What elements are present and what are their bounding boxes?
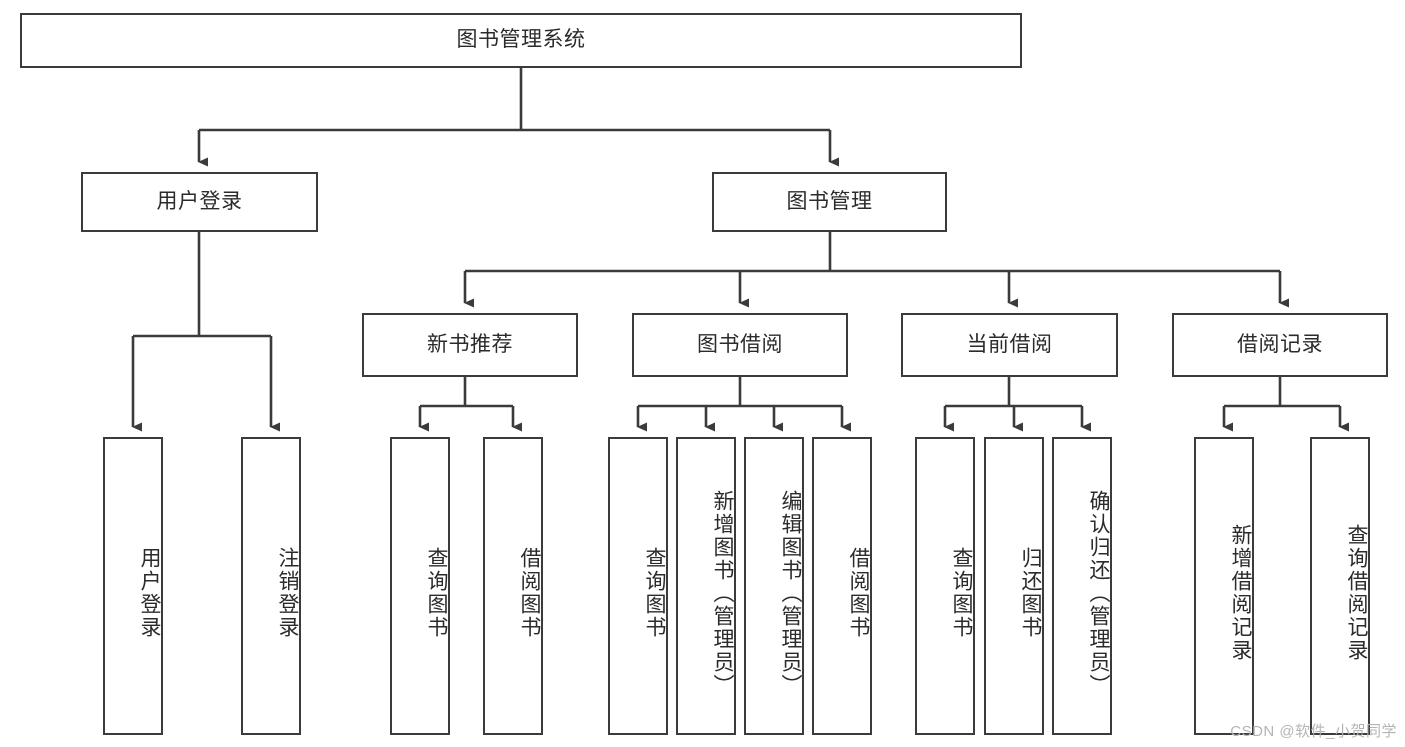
csdn-watermark: CSDN @软件_小贺同学	[1230, 723, 1397, 740]
node-leaf-edit-book[interactable]: 编辑图书（管理员）	[744, 437, 804, 735]
node-leaf-borrow-book-1-label: 借阅图书	[518, 547, 541, 639]
node-leaf-borrow-book-2[interactable]: 借阅图书	[812, 437, 872, 735]
node-book-management[interactable]: 图书管理	[712, 172, 947, 232]
node-leaf-return-book[interactable]: 归还图书	[984, 437, 1044, 735]
node-user-login[interactable]: 用户登录	[81, 172, 318, 232]
node-new-book-recommend[interactable]: 新书推荐	[362, 313, 578, 377]
node-leaf-query-book-3-label: 查询图书	[950, 547, 973, 639]
node-leaf-query-book-1-label: 查询图书	[425, 547, 448, 639]
node-leaf-confirm-return-label: 确认归还（管理员）	[1087, 489, 1110, 697]
node-leaf-return-book-label: 归还图书	[1019, 547, 1042, 639]
node-root[interactable]: 图书管理系统	[20, 13, 1022, 68]
node-current-borrow[interactable]: 当前借阅	[901, 313, 1118, 377]
node-leaf-query-book-3[interactable]: 查询图书	[915, 437, 975, 735]
node-borrow-record-label: 借阅记录	[1237, 332, 1323, 356]
node-leaf-confirm-return[interactable]: 确认归还（管理员）	[1052, 437, 1112, 735]
node-leaf-query-record[interactable]: 查询借阅记录	[1310, 437, 1370, 735]
node-leaf-user-login[interactable]: 用户登录	[103, 437, 163, 735]
node-book-borrow[interactable]: 图书借阅	[632, 313, 848, 377]
node-leaf-query-book-1[interactable]: 查询图书	[390, 437, 450, 735]
node-root-label: 图书管理系统	[456, 28, 586, 52]
node-leaf-add-book[interactable]: 新增图书（管理员）	[676, 437, 736, 735]
node-user-login-label: 用户登录	[156, 189, 243, 213]
node-leaf-query-book-2-label: 查询图书	[643, 547, 666, 639]
node-leaf-query-book-2[interactable]: 查询图书	[608, 437, 668, 735]
node-current-borrow-label: 当前借阅	[966, 332, 1053, 356]
node-book-borrow-label: 图书借阅	[697, 332, 783, 356]
node-leaf-add-record[interactable]: 新增借阅记录	[1194, 437, 1254, 735]
node-leaf-logout-login[interactable]: 注销登录	[241, 437, 301, 735]
node-leaf-query-record-label: 查询借阅记录	[1345, 524, 1368, 662]
node-borrow-record[interactable]: 借阅记录	[1172, 313, 1388, 377]
node-leaf-borrow-book-2-label: 借阅图书	[847, 547, 870, 639]
node-leaf-edit-book-label: 编辑图书（管理员）	[779, 489, 802, 697]
node-leaf-user-login-label: 用户登录	[138, 547, 161, 639]
node-leaf-logout-login-label: 注销登录	[276, 547, 299, 639]
node-leaf-borrow-book-1[interactable]: 借阅图书	[483, 437, 543, 735]
node-new-book-recommend-label: 新书推荐	[427, 332, 513, 356]
node-leaf-add-record-label: 新增借阅记录	[1229, 524, 1252, 662]
node-leaf-add-book-label: 新增图书（管理员）	[711, 489, 734, 697]
node-book-management-label: 图书管理	[786, 189, 873, 213]
